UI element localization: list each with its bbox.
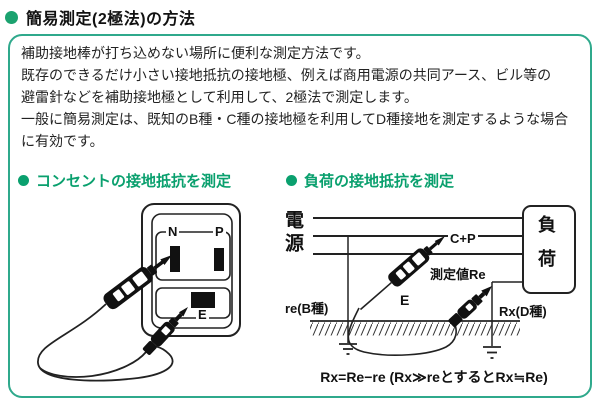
section-bullet-icon bbox=[18, 175, 29, 186]
section-bullet-icon bbox=[286, 175, 297, 186]
tester-probe-icon bbox=[359, 236, 445, 311]
section-heading-load-label: 負荷の接地抵抗を測定 bbox=[304, 173, 455, 190]
section-heading-outlet-label: コンセントの接地抵抗を測定 bbox=[36, 173, 232, 190]
measured-value-label: 測定値Re bbox=[428, 267, 488, 282]
page-title: 簡易測定(2極法)の方法 bbox=[26, 11, 196, 28]
intro-text: 補助接地棒が打ち込めない場所に便利な測定方法です。 既存のできるだけ小さい接地抵… bbox=[21, 45, 569, 149]
circuit-diagram: 電源 負荷 C+P 測定値Re E re(B種) Rx(D種) Rx=Re−re… bbox=[282, 198, 590, 402]
title-bullet-icon bbox=[5, 10, 18, 24]
outlet-slot-earth bbox=[191, 292, 215, 308]
earth-symbol bbox=[339, 343, 357, 355]
probe-terminal-label: C+P bbox=[448, 231, 478, 246]
test-lead-wire bbox=[39, 351, 147, 378]
re-b-label: re(B種) bbox=[283, 301, 331, 316]
earth-symbol bbox=[483, 346, 501, 359]
test-lead-wire bbox=[37, 303, 174, 382]
outlet-slot-phase bbox=[214, 248, 224, 271]
earth-terminal-label: E bbox=[398, 292, 412, 308]
ground-hatch bbox=[310, 322, 520, 336]
clip-probe-icon bbox=[142, 307, 188, 355]
outlet-label-earth: E bbox=[196, 307, 209, 322]
tester-probe-icon bbox=[103, 255, 172, 310]
outlet-label-phase: P bbox=[213, 224, 226, 239]
section-heading-load: 負荷の接地抵抗を測定 bbox=[286, 170, 454, 191]
outlet-slot-neutral bbox=[170, 246, 180, 272]
page-title-row: 簡易測定(2極法)の方法 bbox=[5, 5, 196, 29]
circuit-diagram-graphic bbox=[310, 205, 576, 359]
outlet-lower-panel bbox=[155, 287, 231, 319]
outlet-diagram-graphic bbox=[37, 203, 241, 382]
alligator-clip-icon bbox=[448, 286, 492, 328]
test-lead-wire bbox=[347, 307, 457, 356]
load-label: 負荷 bbox=[536, 215, 556, 283]
rx-d-label: Rx(D種) bbox=[497, 304, 549, 319]
section-heading-outlet: コンセントの接地抵抗を測定 bbox=[18, 170, 231, 191]
formula-text: Rx=Re−re (Rx≫reとするとRx≒Re) bbox=[320, 369, 548, 385]
outlet-diagram: N P E bbox=[10, 196, 280, 402]
outlet-upper-panel bbox=[155, 231, 231, 281]
power-source-label: 電源 bbox=[282, 210, 303, 256]
content-box bbox=[8, 34, 592, 398]
outlet-label-neutral: N bbox=[166, 224, 180, 239]
load-box bbox=[522, 205, 576, 294]
